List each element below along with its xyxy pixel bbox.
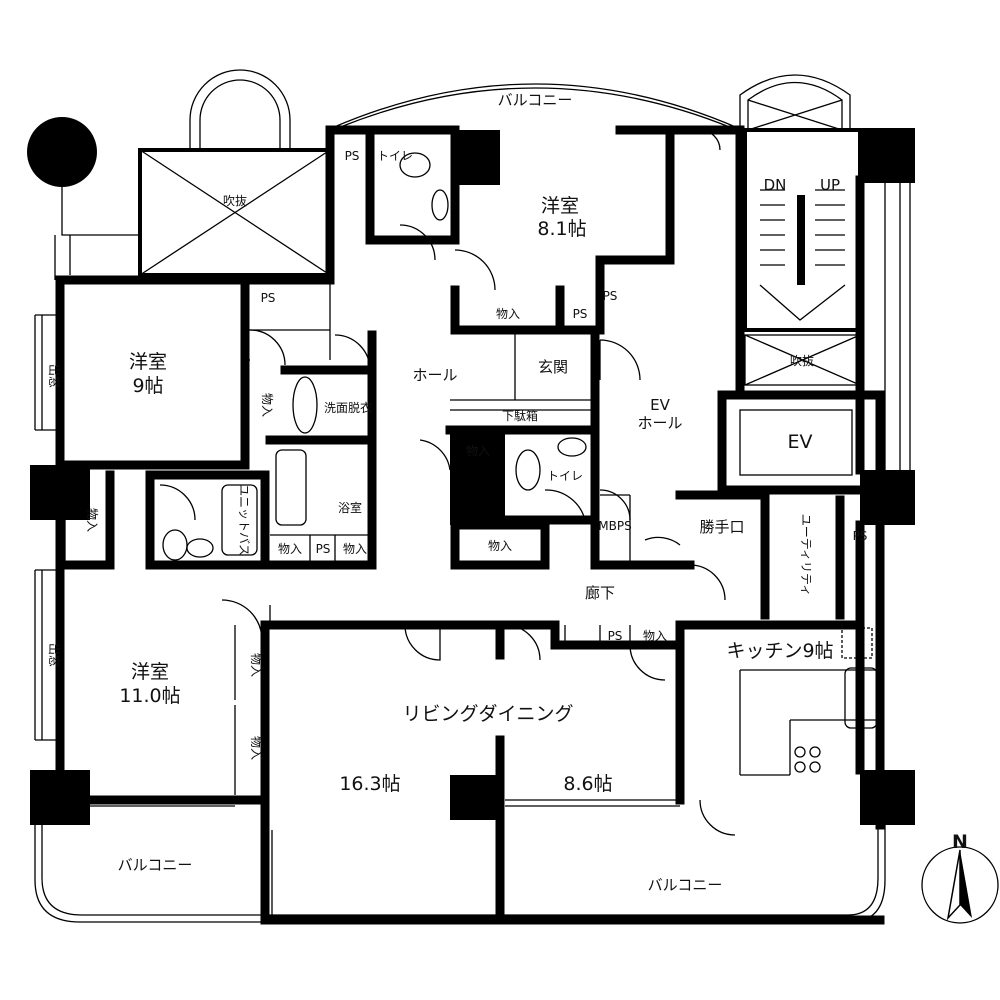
label-elevator: EV (787, 431, 812, 453)
label-storage-5: 物入 (278, 542, 302, 556)
label-room-1-size: 8.1帖 (537, 218, 586, 240)
label-storage-6: 物入 (343, 542, 367, 556)
label-service-entrance: 勝手口 (699, 518, 744, 536)
tree-symbol (27, 117, 97, 187)
label-entrance: 玄関 (538, 358, 568, 376)
stair-arch (739, 74, 851, 130)
label-room-2-size: 9帖 (132, 375, 163, 397)
label-ps-5: PS (316, 542, 331, 556)
label-storage-3: 物入 (466, 444, 490, 458)
compass-label: N (952, 831, 968, 853)
label-room-1-name: 洋室 (541, 195, 579, 217)
label-bay-window-2: 出窓 (47, 643, 62, 667)
label-ev-hall-2: ホール (637, 414, 682, 432)
label-ps-1: PS (345, 149, 360, 163)
label-toilet-1: トイレ (377, 149, 413, 163)
label-room-2-name: 洋室 (129, 351, 167, 373)
label-ps-4: PS (603, 289, 618, 303)
label-washroom: 洗面脱衣 (324, 400, 372, 415)
label-corridor: 廊下 (585, 584, 615, 602)
label-shoe-box: 下駄箱 (502, 408, 538, 423)
label-utility: ユーティリティ (799, 514, 813, 597)
label-balcony-bottom: バルコニー (648, 876, 723, 894)
label-ps-6: PS (853, 529, 868, 543)
label-living-dining: リビングダイニング (402, 703, 573, 725)
label-storage-2: 物入 (260, 393, 274, 417)
label-living-size: 16.3帖 (339, 773, 400, 795)
label-stairs-dn: DN (764, 176, 787, 194)
void-arch (189, 69, 291, 150)
label-ps-7: PS (608, 629, 623, 643)
label-kitchen: キッチン9帖 (726, 640, 833, 662)
label-storage-4: 物入 (85, 508, 99, 532)
label-toilet-2: トイレ (547, 469, 583, 483)
label-storage-9: 物入 (249, 653, 263, 677)
label-ps-3: PS (573, 307, 588, 321)
toilet-fixture (431, 189, 449, 221)
label-stairs-up: UP (820, 176, 840, 194)
window-left-1 (34, 314, 60, 431)
label-room-3-name: 洋室 (131, 661, 169, 683)
doors (159, 129, 736, 836)
label-balcony-left: バルコニー (118, 856, 193, 874)
label-bathroom: 浴室 (338, 500, 362, 515)
label-hall: ホール (412, 366, 457, 384)
label-ev-hall-1: EV (650, 396, 670, 414)
label-room-3-size: 11.0帖 (119, 685, 180, 707)
label-storage-10: 物入 (249, 736, 263, 760)
label-storage-7: 物入 (488, 539, 512, 553)
label-void-right: 吹抜 (790, 354, 814, 368)
label-bay-window-1: 出窓 (47, 364, 62, 388)
label-balcony-top: バルコニー (498, 91, 573, 109)
label-dining-size: 8.6帖 (563, 773, 612, 795)
label-storage-1: 物入 (496, 307, 520, 321)
label-storage-8: 物入 (643, 629, 667, 643)
label-void-top-left: 吹抜 (223, 194, 247, 208)
elevator-shaft (717, 390, 885, 495)
label-mbps: MBPS (598, 519, 631, 533)
window-left-2 (34, 569, 60, 741)
label-unit-bath: ユニットバス (237, 484, 251, 556)
balcony-top-outline (331, 83, 739, 129)
label-ps-2: PS (261, 291, 276, 305)
compass-north-icon: N (921, 831, 999, 924)
